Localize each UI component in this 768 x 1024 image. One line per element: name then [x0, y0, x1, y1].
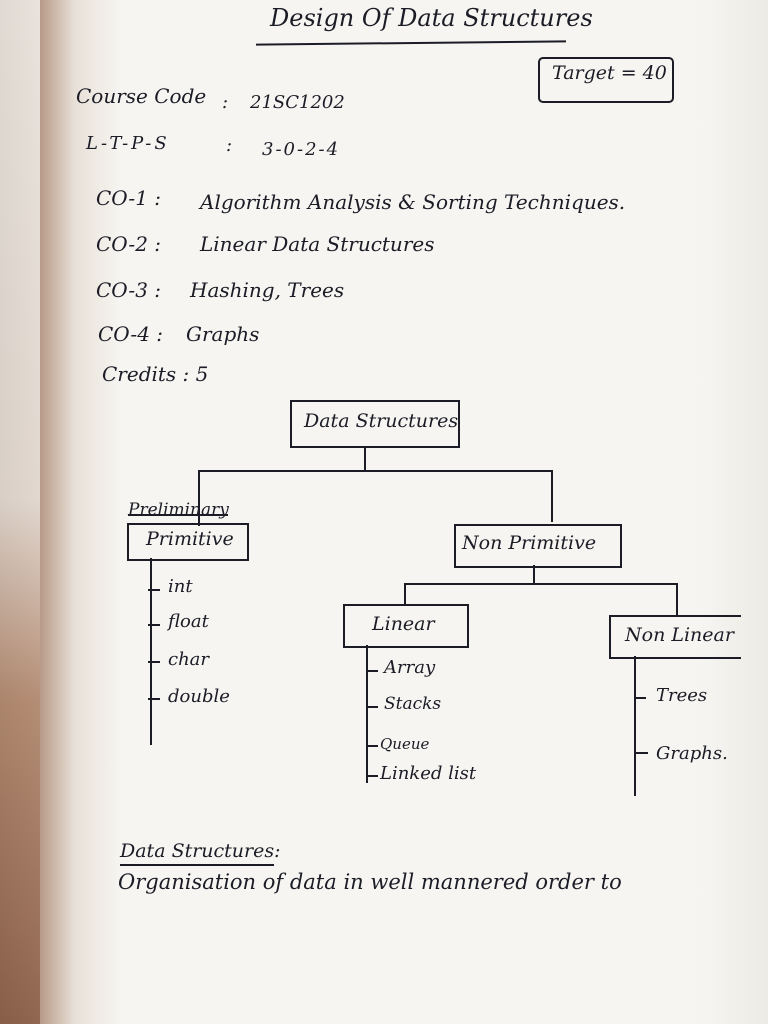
definition-heading: Data Structures: — [120, 840, 281, 862]
non-linear-node-label: Non Linear — [625, 624, 734, 646]
primitive-node-label: Primitive — [146, 528, 234, 550]
non-linear-item-graphs: Graphs. — [656, 743, 728, 764]
co2-label: CO-2 : — [96, 232, 162, 256]
linear-list-line — [366, 645, 368, 783]
linear-item-queue: Queue — [380, 735, 430, 753]
root-connector — [364, 446, 366, 472]
non-linear-list-line — [634, 656, 636, 796]
co1-label: CO-1 : — [96, 186, 162, 210]
linear-node-box — [343, 604, 469, 648]
course-code-label: Course Code — [76, 84, 207, 108]
tick — [148, 589, 160, 591]
root-node-label: Data Structures — [304, 410, 459, 432]
primitive-connector — [198, 470, 200, 526]
ltps-value: 3-0-2-4 — [262, 139, 341, 160]
tick — [634, 752, 648, 754]
ltps-label: L-T-P-S — [86, 133, 170, 154]
linear-item-stacks: Stacks — [384, 694, 442, 714]
course-code-colon: : — [222, 92, 229, 113]
tick — [148, 661, 160, 663]
tick — [366, 706, 378, 708]
primitive-item-char: char — [168, 649, 210, 670]
tick — [366, 745, 378, 747]
non-linear-connector — [676, 583, 678, 617]
linear-item-linked-list: Linked list — [380, 763, 477, 784]
definition-text: Organisation of data in well mannered or… — [118, 870, 622, 894]
non-linear-item-trees: Trees — [656, 685, 708, 706]
target-box — [538, 57, 674, 103]
non-primitive-node-label: Non Primitive — [462, 532, 597, 554]
page-title: Design Of Data Structures — [270, 4, 593, 32]
co3-label: CO-3 : — [96, 278, 162, 302]
tick — [148, 698, 160, 700]
tick — [366, 670, 378, 672]
primitive-list-line — [150, 558, 152, 745]
target-text: Target = 40 — [552, 62, 667, 84]
linear-node-label: Linear — [372, 613, 435, 635]
co4-text: Graphs — [186, 322, 260, 346]
primitive-item-double: double — [168, 686, 230, 707]
non-linear-node-box — [609, 615, 741, 659]
non-primitive-connector — [551, 470, 553, 522]
level1-branch-line — [198, 470, 552, 472]
linear-connector — [404, 583, 406, 605]
level2-branch-line — [404, 583, 678, 585]
credits: Credits : 5 — [102, 362, 209, 386]
crossed-out-label: Preliminary — [128, 500, 229, 520]
primitive-item-float: float — [168, 611, 209, 632]
primitive-item-int: int — [168, 576, 193, 597]
co3-text: Hashing, Trees — [190, 278, 345, 302]
non-primitive-connector-down — [533, 565, 535, 585]
strikethrough — [128, 514, 228, 516]
page-shadow — [0, 0, 40, 1024]
root-node-box — [290, 400, 460, 448]
co1-text: Algorithm Analysis & Sorting Techniques. — [200, 190, 626, 214]
tick — [366, 775, 378, 777]
co4-label: CO-4 : — [98, 322, 164, 346]
co2-text: Linear Data Structures — [200, 232, 435, 256]
ltps-colon: : — [226, 135, 233, 156]
definition-heading-underline — [120, 864, 274, 866]
primitive-node-box — [127, 523, 249, 561]
linear-item-array: Array — [384, 657, 436, 678]
non-primitive-node-box — [454, 524, 622, 568]
tick — [634, 697, 646, 699]
tick — [148, 624, 160, 626]
course-code-value: 21SC1202 — [250, 92, 345, 113]
